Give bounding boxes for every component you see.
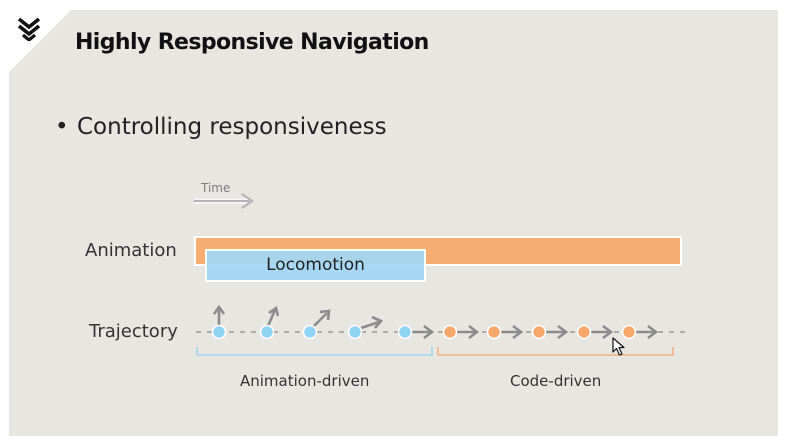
bullet-dot: • bbox=[55, 114, 69, 140]
time-label: Time bbox=[201, 181, 231, 195]
slide: Highly Responsive Navigation • Controllin… bbox=[9, 10, 778, 436]
trajectory-row-label: Trajectory bbox=[89, 321, 178, 342]
trajectory-diagram bbox=[194, 193, 685, 356]
orange-point-4 bbox=[576, 324, 614, 340]
orange-point-2 bbox=[486, 324, 524, 340]
orange-point-3 bbox=[531, 324, 569, 340]
locomotion-label: Locomotion bbox=[266, 255, 365, 275]
bullet-item: • Controlling responsiveness bbox=[55, 114, 387, 140]
mouse-pointer-icon bbox=[612, 337, 625, 356]
animation-driven-label: Animation-driven bbox=[240, 372, 370, 390]
code-driven-bracket bbox=[437, 347, 674, 356]
orange-point-1 bbox=[442, 324, 480, 340]
blue-point-3 bbox=[302, 309, 331, 340]
locomotion-bar: Locomotion bbox=[205, 249, 426, 282]
code-driven-label: Code-driven bbox=[510, 372, 602, 390]
blue-point-2 bbox=[259, 305, 280, 340]
blue-point-1 bbox=[211, 304, 227, 340]
animation-row-label: Animation bbox=[85, 240, 177, 261]
chevron-stack-logo-icon bbox=[17, 17, 41, 41]
bullet-text: Controlling responsiveness bbox=[77, 114, 387, 140]
slide-title: Highly Responsive Navigation bbox=[75, 30, 429, 55]
blue-point-5 bbox=[397, 324, 435, 340]
orange-point-5 bbox=[621, 324, 659, 340]
blue-point-4 bbox=[347, 315, 384, 340]
time-arrow bbox=[194, 193, 254, 209]
animation-driven-bracket bbox=[196, 347, 433, 356]
